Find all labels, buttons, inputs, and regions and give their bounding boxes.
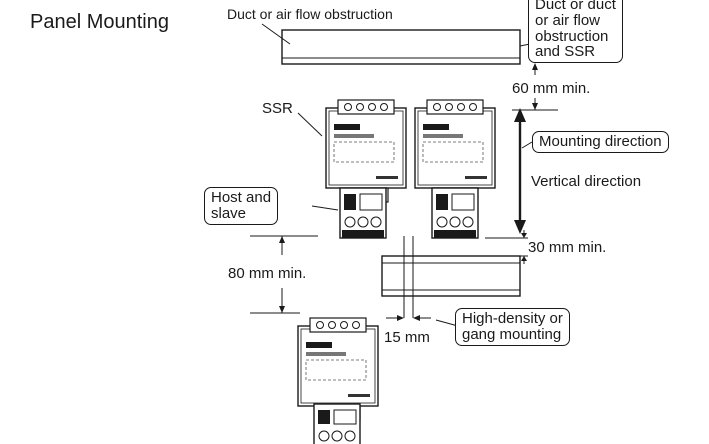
mounting-direction-callout-line-1: Mounting direction: [539, 133, 662, 150]
duct-leader: [261, 23, 291, 45]
duct-ssr-callout-line-4: and SSR: [535, 43, 596, 61]
dimension-15mm: [386, 236, 431, 321]
ssr-leader: [297, 112, 323, 137]
duct-ssr-callout-line-3: obstruction: [535, 27, 609, 45]
host-slave-callout-line-1: Host and: [211, 189, 272, 206]
ssr-relay-2: [414, 99, 496, 203]
host-slave-callout: Host and slave: [204, 187, 279, 225]
page-title: Panel Mounting: [30, 11, 169, 33]
host-slave-callout-line-2: slave: [211, 204, 247, 222]
top-duct: [281, 29, 521, 65]
socket-base-2: [431, 187, 479, 239]
vertical-direction-label: Vertical direction: [531, 173, 642, 190]
duct-ssr-callout: Duct or duct or air flow obstruction and…: [528, 0, 623, 63]
high-density-callout-line-1: High-density or: [462, 310, 563, 327]
host-slave-leader: [311, 205, 339, 211]
middle-duct: [381, 255, 521, 297]
mounting-direction-arrow: [514, 108, 533, 234]
ssr-label: SSR: [262, 100, 293, 117]
gap-side-label: 15 mm: [384, 329, 430, 346]
high-density-leader: [435, 319, 459, 327]
high-density-callout: High-density or gang mounting: [455, 308, 570, 346]
socket-base-3: [313, 403, 361, 444]
duct-label: Duct or air flow obstruction: [227, 6, 393, 22]
high-density-callout-line-2: gang mounting: [462, 325, 562, 343]
duct-ssr-callout-line-1: Duct or duct: [535, 0, 616, 13]
gap-top-label: 60 mm min.: [512, 80, 591, 97]
dimension-80mm: [250, 235, 318, 314]
gap-left-label: 80 mm min.: [228, 265, 307, 282]
gap-middle-label: 30 mm min.: [528, 239, 607, 256]
duct-ssr-callout-line-2: or air flow: [535, 11, 601, 29]
mounting-direction-callout: Mounting direction: [532, 131, 669, 153]
ssr-relay-1: [325, 99, 407, 203]
socket-base-1: [339, 187, 387, 239]
